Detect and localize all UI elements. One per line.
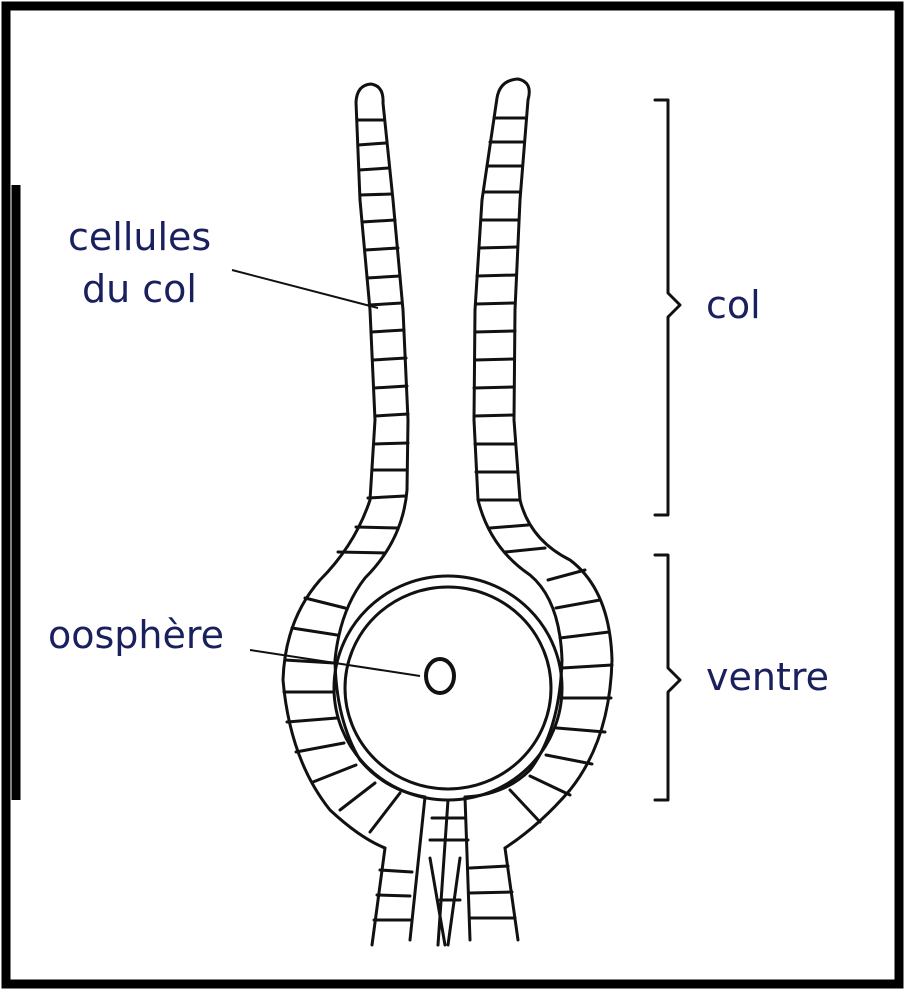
venter-bracket — [655, 555, 680, 800]
neck-wall-left — [283, 84, 425, 848]
figure-frame — [6, 6, 899, 984]
label-ventre: ventre — [706, 655, 829, 699]
oosphere-nucleus — [426, 659, 454, 693]
neck-cells-leader — [232, 270, 378, 308]
archegonium-drawing — [283, 79, 612, 945]
neck-bracket — [655, 100, 680, 515]
neck-wall-right — [465, 79, 612, 848]
label-col: col — [706, 283, 761, 327]
label-oosphere: oosphère — [48, 613, 224, 657]
label-du-col: du col — [82, 267, 197, 311]
label-cellules: cellules — [68, 215, 211, 259]
neck-cells-left — [338, 120, 408, 553]
